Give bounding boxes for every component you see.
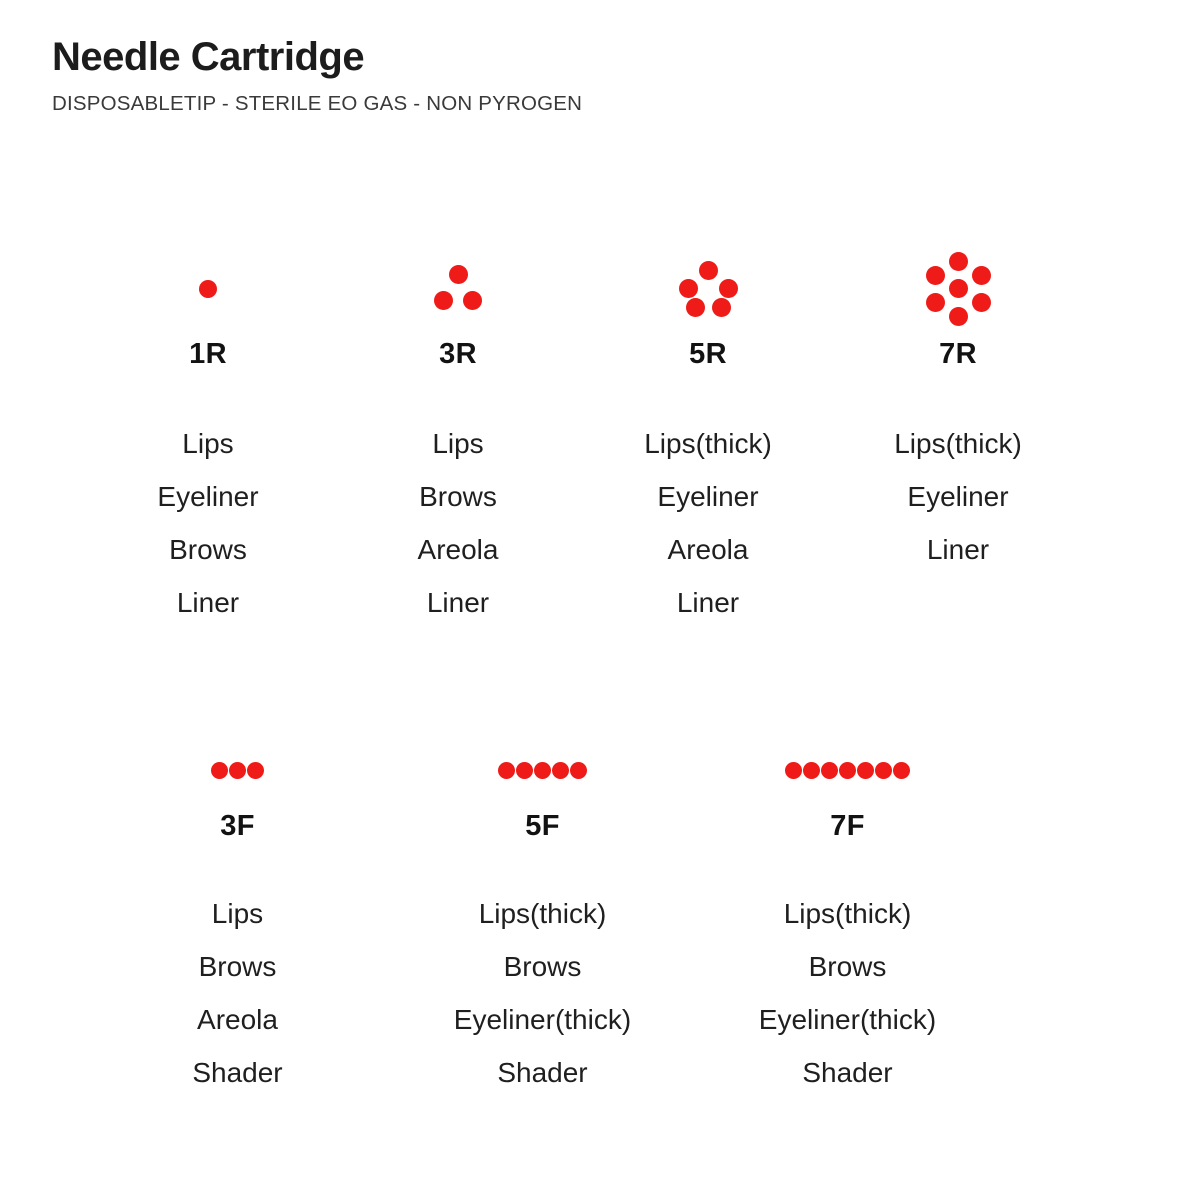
needle-dot bbox=[948, 279, 968, 298]
needle-dot bbox=[463, 291, 482, 310]
needle-dot bbox=[229, 761, 246, 779]
needle-dot bbox=[718, 279, 738, 298]
needle-uses-list: Lips(thick) Brows Eyeliner(thick) Shader bbox=[454, 887, 631, 1099]
needle-code-label: 7F bbox=[830, 810, 865, 842]
needle-dot bbox=[971, 293, 991, 312]
list-item: Liner bbox=[176, 587, 240, 618]
needle-cell-1R[interactable]: 1R Lips Eyeliner Brows Liner bbox=[83, 250, 333, 629]
needle-cell-5F[interactable]: 5F Lips(thick) Brows Eyeliner(thick) Sha… bbox=[390, 748, 695, 1099]
round-needles-row: 1R Lips Eyeliner Brows Liner 3R Lips Bro… bbox=[0, 250, 1200, 629]
needle-dot bbox=[534, 761, 551, 779]
needle-code-label: 3R bbox=[439, 338, 477, 370]
needle-dot bbox=[948, 307, 968, 326]
list-item: Lips bbox=[211, 898, 264, 929]
needle-uses-list: Lips(thick) Eyeliner Liner bbox=[894, 417, 1022, 576]
list-item: Shader bbox=[802, 1057, 893, 1088]
needle-dot bbox=[803, 761, 820, 779]
needle-dot bbox=[685, 298, 705, 317]
needle-dot bbox=[199, 280, 217, 298]
needle-code-label: 5F bbox=[525, 810, 560, 842]
needle-dot bbox=[839, 761, 856, 779]
needle-dot bbox=[516, 761, 533, 779]
needle-dot bbox=[821, 761, 838, 779]
list-item: Shader bbox=[192, 1057, 283, 1088]
page-title: Needle Cartridge bbox=[52, 35, 365, 79]
list-item: Lips(thick) bbox=[478, 898, 607, 929]
page-subtitle: DISPOSABLETIP - STERILE EO GAS - NON PYR… bbox=[52, 92, 583, 115]
needle-dot bbox=[875, 761, 892, 779]
needle-dot bbox=[925, 266, 945, 285]
list-item: Brows bbox=[198, 951, 277, 982]
needle-uses-list: Lips(thick) Eyeliner Areola Liner bbox=[644, 417, 772, 629]
list-item: Liner bbox=[426, 587, 490, 618]
list-item: Brows bbox=[808, 951, 887, 982]
needle-uses-list: Lips Brows Areola Liner bbox=[418, 417, 499, 629]
needle-dot bbox=[434, 291, 453, 310]
list-item: Areola bbox=[197, 1004, 278, 1035]
flat-needles-row: 3F Lips Brows Areola Shader 5F bbox=[0, 748, 1200, 1099]
list-item: Eyeliner(thick) bbox=[758, 1004, 937, 1035]
needle-dot bbox=[570, 761, 587, 779]
needle-dot bbox=[678, 279, 698, 298]
needle-dot bbox=[698, 261, 718, 280]
needle-dot bbox=[948, 252, 968, 271]
needle-code-label: 7R bbox=[939, 338, 977, 370]
needle-cell-3R[interactable]: 3R Lips Brows Areola Liner bbox=[333, 250, 583, 629]
needle-cell-3F[interactable]: 3F Lips Brows Areola Shader bbox=[85, 748, 390, 1099]
list-item: Brows bbox=[503, 951, 582, 982]
list-item: Eyeliner bbox=[157, 481, 259, 512]
needle-dot-diagram-5R bbox=[678, 250, 738, 328]
needle-dot bbox=[893, 761, 910, 779]
needle-uses-list: Lips(thick) Brows Eyeliner(thick) Shader bbox=[759, 887, 936, 1099]
needle-dot-diagram-7R bbox=[925, 250, 991, 328]
needle-cell-7R[interactable]: 7R Lips(thick) Eyeliner Liner bbox=[833, 250, 1083, 629]
needle-dot bbox=[925, 293, 945, 312]
list-item: Lips(thick) bbox=[894, 428, 1022, 459]
needle-dot bbox=[247, 761, 264, 779]
needle-dot bbox=[449, 265, 468, 284]
needle-dot bbox=[552, 761, 569, 779]
needle-cell-5R[interactable]: 5R Lips(thick) Eyeliner Areola Liner bbox=[583, 250, 833, 629]
list-item: Lips(thick) bbox=[783, 898, 912, 929]
header: Needle Cartridge DISPOSABLETIP - STERILE… bbox=[52, 36, 582, 116]
needle-dot bbox=[971, 266, 991, 285]
list-item: Lips bbox=[182, 428, 234, 459]
needle-dot bbox=[785, 761, 802, 779]
needle-dot bbox=[211, 761, 228, 779]
list-item: Areola bbox=[667, 534, 749, 565]
needle-dot-diagram-3R bbox=[434, 250, 482, 328]
list-item: Shader bbox=[497, 1057, 588, 1088]
needle-uses-list: Lips Eyeliner Brows Liner bbox=[157, 417, 258, 629]
needle-code-label: 1R bbox=[189, 338, 227, 370]
list-item: Liner bbox=[676, 587, 740, 618]
needle-code-label: 3F bbox=[220, 810, 255, 842]
needle-dot bbox=[857, 761, 874, 779]
list-item: Brows bbox=[419, 481, 497, 512]
list-item: Brows bbox=[169, 534, 247, 565]
list-item: Eyeliner bbox=[657, 481, 759, 512]
list-item: Lips bbox=[432, 428, 484, 459]
needle-dot-diagram-5F bbox=[498, 748, 587, 792]
needle-dot-diagram-3F bbox=[211, 748, 264, 792]
list-item: Areola bbox=[417, 534, 499, 565]
list-item: Eyeliner(thick) bbox=[453, 1004, 632, 1035]
needle-cell-7F[interactable]: 7F Lips(thick) Brows Eyeliner(thick) Sha… bbox=[695, 748, 1000, 1099]
needle-code-label: 5R bbox=[689, 338, 727, 370]
needle-dot bbox=[498, 761, 515, 779]
list-item: Liner bbox=[926, 534, 990, 565]
needle-uses-list: Lips Brows Areola Shader bbox=[192, 887, 282, 1099]
needle-dot-diagram-1R bbox=[199, 250, 217, 328]
list-item: Eyeliner bbox=[907, 481, 1009, 512]
needle-dot bbox=[711, 298, 731, 317]
list-item: Lips(thick) bbox=[644, 428, 772, 459]
needle-dot-diagram-7F bbox=[785, 748, 910, 792]
